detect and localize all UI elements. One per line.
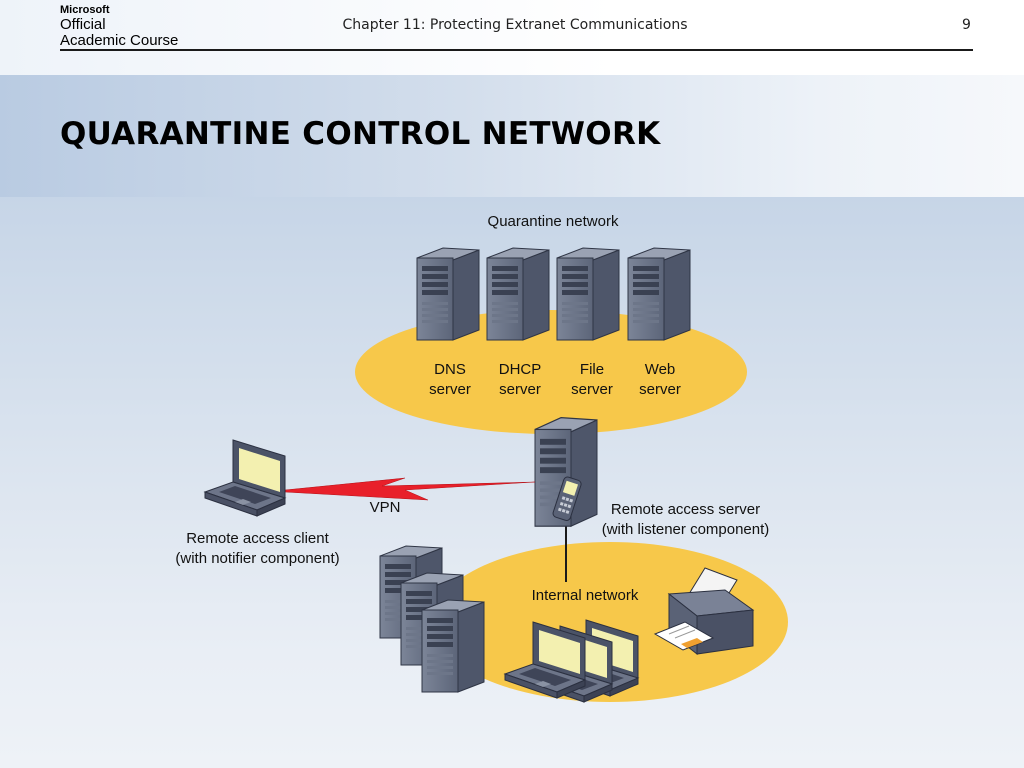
dhcp-server-label-line2: server <box>499 381 541 398</box>
vpn-label: VPN <box>369 499 401 516</box>
file-server-label-line1: File <box>579 361 605 378</box>
remote-access-client-line2: (with notifier component) <box>175 550 340 567</box>
slide-title: QUARANTINE CONTROL NETWORK <box>60 116 661 152</box>
internal-network-label: Internal network <box>531 587 639 604</box>
remote-client-laptop-icon <box>204 439 286 517</box>
printer-icon <box>653 567 755 656</box>
chapter-title: Chapter 11: Protecting Extranet Communic… <box>342 17 688 33</box>
dns-server-icon <box>416 247 480 341</box>
quarantine-network-label: Quarantine network <box>487 213 619 230</box>
web-server-label: Web server <box>629 360 691 400</box>
dns-server-label-line2: server <box>429 381 471 398</box>
file-server-icon <box>556 247 620 341</box>
logo-official: Official <box>60 16 106 33</box>
remote-access-server-line2: (with listener component) <box>601 521 770 538</box>
remote-access-client-label: Remote access client (with notifier comp… <box>145 529 370 569</box>
listener-device-icon <box>552 476 582 521</box>
file-server-label-line2: server <box>571 381 613 398</box>
microsoft-official-academic-course-logo: Microsoft Official Academic Course <box>60 4 178 49</box>
remote-access-server-line1: Remote access server <box>610 501 761 518</box>
dhcp-server-icon <box>486 247 550 341</box>
remote-access-server-label: Remote access server (with listener comp… <box>578 500 793 540</box>
file-server-label: File server <box>561 360 623 400</box>
header-divider <box>60 49 973 51</box>
dns-server-label: DNS server <box>419 360 481 400</box>
header-background <box>0 0 1024 75</box>
page-number: 9 <box>962 17 971 33</box>
logo-microsoft: Microsoft <box>60 4 110 16</box>
web-server-label-line1: Web <box>644 361 676 378</box>
dhcp-server-label-line1: DHCP <box>498 361 542 378</box>
dns-server-label-line1: DNS <box>434 361 466 378</box>
logo-academic-course: Academic Course <box>60 32 179 49</box>
internal-server-icon-3 <box>421 599 485 693</box>
web-server-label-line2: server <box>639 381 681 398</box>
vpn-bolt-icon <box>284 477 536 501</box>
title-band <box>0 75 1024 197</box>
quarantine-network-area <box>355 310 747 434</box>
web-server-icon <box>627 247 691 341</box>
dhcp-server-label: DHCP server <box>489 360 551 400</box>
remote-access-client-line1: Remote access client <box>186 530 329 547</box>
